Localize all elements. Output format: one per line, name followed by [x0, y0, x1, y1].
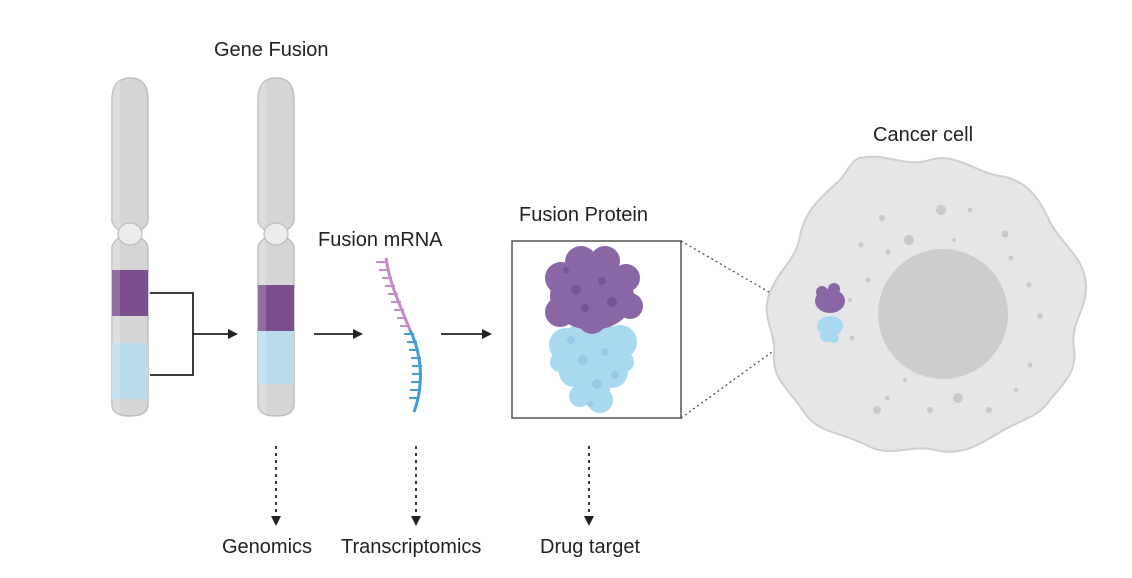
fusion-protein-icon	[545, 246, 643, 413]
chromosome-icon	[111, 77, 149, 417]
purple-band	[112, 270, 148, 316]
label-cancer-cell: Cancer cell	[873, 124, 974, 146]
fusion-bracket-arrow	[150, 292, 238, 376]
cancer-cell-icon	[765, 155, 1088, 453]
centromere	[263, 222, 289, 246]
zoom-line-bottom	[680, 322, 813, 419]
label-genomics: Genomics	[222, 536, 313, 558]
label-transcriptomics: Transcriptomics	[341, 536, 482, 558]
label-fusion-protein: Fusion Protein	[519, 204, 648, 226]
nucleus	[878, 249, 1008, 379]
fused-chromosome-icon	[257, 77, 295, 417]
cell-vesicles	[848, 205, 1043, 414]
label-drug-target: Drug target	[540, 536, 641, 558]
chromosome-body	[111, 77, 149, 417]
label-fusion-mrna: Fusion mRNA	[318, 229, 443, 251]
centromere	[117, 222, 143, 246]
mini-protein	[815, 283, 845, 343]
mrna-strand-icon	[376, 257, 422, 413]
blue-band	[112, 343, 148, 399]
purple-band	[258, 285, 294, 331]
label-gene-fusion: Gene Fusion	[214, 39, 329, 61]
blue-band	[258, 331, 294, 384]
